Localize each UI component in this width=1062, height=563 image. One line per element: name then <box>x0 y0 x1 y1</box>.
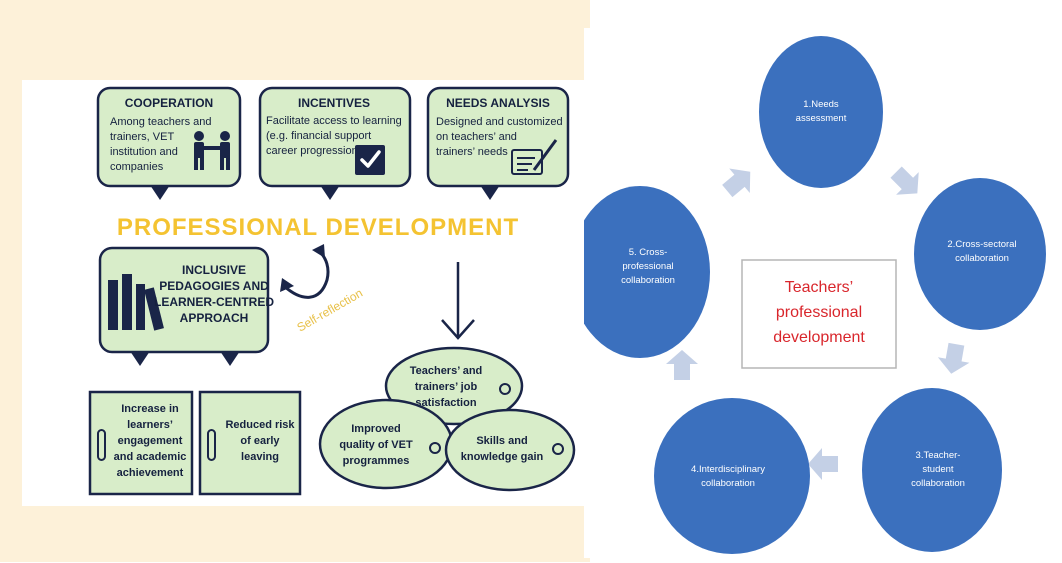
self-reflection-label: Self-reflection <box>295 286 366 335</box>
cooperation-box: COOPERATION Among teachers and trainers,… <box>96 86 242 200</box>
incentives-line-3: career progression) <box>266 145 361 157</box>
needs-analysis-line-2: on teachers’ and <box>436 131 517 143</box>
step-4-line-1: 4.Interdisciplinary <box>691 464 765 475</box>
satisfaction-line-1: Teachers’ and <box>410 365 483 377</box>
inclusive-pedagogies-box: INCLUSIVE PEDAGOGIES AND LEARNER-CENTRED… <box>98 246 274 366</box>
cooperation-line-3: institution and <box>110 146 178 158</box>
cycle-arrow-4-5 <box>666 350 698 380</box>
step-5-line-1: 5. Cross- <box>629 247 668 258</box>
step-5-cross-professional: 5. Cross- professional collaboration <box>570 186 710 358</box>
early-leaving-line-1: Reduced risk <box>225 419 295 431</box>
early-leaving-line-2: of early <box>240 435 280 447</box>
cooperation-line-1: Among teachers and <box>110 116 212 128</box>
bullet-icon <box>552 443 564 455</box>
needs-analysis-heading: NEEDS ANALYSIS <box>446 96 550 110</box>
center-label-line-3: development <box>773 329 865 346</box>
inclusive-line-4: APPROACH <box>180 311 249 325</box>
bullet-icon <box>499 383 511 395</box>
center-label-line-2: professional <box>776 304 862 321</box>
inclusive-line-1: INCLUSIVE <box>182 263 246 277</box>
down-arrow <box>441 262 475 340</box>
bullet-icon <box>429 442 441 454</box>
incentives-heading: INCENTIVES <box>298 96 370 110</box>
cooperation-heading: COOPERATION <box>125 96 213 110</box>
quality-line-2: quality of VET <box>339 439 413 451</box>
skills-line-2: knowledge gain <box>461 451 544 463</box>
needs-analysis-box: NEEDS ANALYSIS Designed and customized o… <box>426 86 570 200</box>
teachers-development-cycle-diagram: Teachers’ professional development 1.Nee… <box>570 28 1062 558</box>
engagement-line-3: engagement <box>118 435 183 447</box>
diagram-title: PROFESSIONAL DEVELOPMENT <box>117 214 519 241</box>
cycle-arrow-1-2 <box>890 166 919 195</box>
engagement-line-4: and academic <box>114 451 187 463</box>
early-leaving-box: Reduced risk of early leaving <box>198 390 302 496</box>
cycle-arrow-5-1 <box>722 168 751 198</box>
engagement-line-5: achievement <box>117 467 184 479</box>
step-4-interdisciplinary: 4.Interdisciplinary collaboration <box>654 398 810 554</box>
engagement-line-2: learners’ <box>127 419 173 431</box>
incentives-line-1: Facilitate access to learning <box>266 115 402 127</box>
cooperation-line-2: trainers, VET <box>110 131 174 143</box>
clipboard-form-icon <box>511 139 558 175</box>
step-3-line-2: student <box>922 464 954 475</box>
early-leaving-line-3: leaving <box>241 451 279 463</box>
step-2-line-1: 2.Cross-sectoral <box>947 239 1016 250</box>
step-1-line-2: assessment <box>796 113 847 124</box>
inclusive-line-3: LEARNER-CENTRED <box>154 295 274 309</box>
step-3-line-3: collaboration <box>911 478 965 489</box>
needs-analysis-line-1: Designed and customized <box>436 116 563 128</box>
engagement-line-1: Increase in <box>121 403 179 415</box>
quality-line-1: Improved <box>351 423 401 435</box>
step-1-line-1: 1.Needs <box>803 99 839 110</box>
inclusive-line-2: PEDAGOGIES AND <box>159 279 269 293</box>
step-2-cross-sectoral: 2.Cross-sectoral collaboration <box>914 178 1046 330</box>
quality-line-3: programmes <box>343 455 410 467</box>
center-label-line-1: Teachers’ <box>785 279 853 296</box>
skills-line-1: Skills and <box>476 435 527 447</box>
books-icon <box>108 274 164 331</box>
step-3-teacher-student: 3.Teacher- student collaboration <box>862 388 1002 552</box>
engagement-box: Increase in learners’ engagement and aca… <box>88 390 194 496</box>
step-4-line-2: collaboration <box>701 478 755 489</box>
satisfaction-line-2: trainers’ job <box>415 381 478 393</box>
step-3-line-1: 3.Teacher- <box>916 450 961 461</box>
outcome-skills-ellipse: Skills and knowledge gain <box>444 408 576 492</box>
pill-icon <box>207 429 216 461</box>
people-handshake-icon <box>194 131 230 170</box>
needs-analysis-line-3: trainers’ needs <box>436 146 508 158</box>
step-2-line-2: collaboration <box>955 253 1009 264</box>
incentives-box: INCENTIVES Facilitate access to learning… <box>258 86 412 200</box>
step-5-line-2: professional <box>622 261 673 272</box>
checkbox-icon <box>355 145 385 175</box>
pill-icon <box>97 429 106 461</box>
cycle-arrow-3-4 <box>808 448 838 480</box>
outcome-quality-ellipse: Improved quality of VET programmes <box>318 398 454 490</box>
step-1-needs-assessment: 1.Needs assessment <box>759 36 883 188</box>
satisfaction-line-3: satisfaction <box>415 397 476 409</box>
incentives-line-2: (e.g. financial support <box>266 130 371 142</box>
professional-development-diagram: COOPERATION Among teachers and trainers,… <box>22 80 590 506</box>
center-label-box: Teachers’ professional development <box>741 259 897 369</box>
step-5-line-3: collaboration <box>621 275 675 286</box>
cycle-arrow-2-3 <box>937 342 970 374</box>
self-reflection-arrow <box>280 244 330 299</box>
cooperation-line-4: companies <box>110 161 164 173</box>
